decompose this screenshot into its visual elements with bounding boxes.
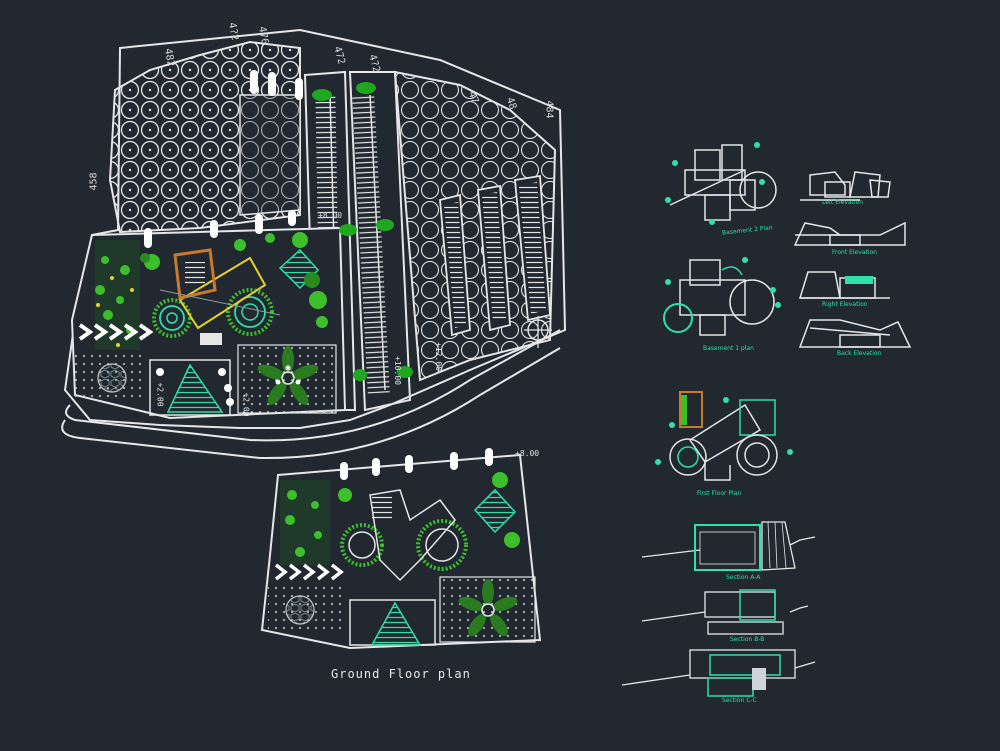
- elevation-label-1: +8.00: [318, 211, 343, 220]
- access-road: [65, 329, 561, 442]
- site-plan: [61, 28, 567, 460]
- contour-label-458: 458: [88, 172, 100, 191]
- section-bb: [641, 589, 809, 635]
- back-elevation-label: Back Elevation: [837, 350, 882, 357]
- left-elevation: [800, 171, 891, 201]
- ground-floor-plan: [260, 448, 542, 650]
- basement-2-plan: [665, 142, 777, 225]
- right-elevation-label: Right Elevation: [822, 301, 868, 308]
- elevation-label-4: +2.00: [155, 382, 165, 407]
- basement-1-plan: [663, 257, 781, 336]
- landscape-circle-field-east: [393, 70, 557, 382]
- section-cc-label: Section C-C: [722, 697, 757, 704]
- ground-floor-plan-title: Ground Floor plan: [331, 667, 471, 681]
- elevation-label-5: +2.00: [241, 392, 251, 417]
- elevation-label-2: +12.00: [433, 342, 443, 371]
- front-elevation: [793, 221, 906, 246]
- section-cc: [621, 649, 816, 697]
- first-floor-plan: [655, 391, 793, 481]
- first-floor-plan-label: First Floor Plan: [697, 490, 742, 497]
- section-aa: [641, 521, 816, 571]
- left-elevation-label: Left Elevation: [822, 199, 864, 206]
- star-planter: [257, 346, 319, 405]
- contour-label-484: 484: [543, 100, 555, 119]
- front-elevation-label: Front Elevation: [832, 249, 877, 256]
- basement-1-plan-label: Basement 1 plan: [703, 345, 754, 352]
- elevation-label-3: +10.00: [392, 356, 402, 385]
- chevron-pavement: [78, 323, 154, 341]
- right-elevation: [798, 271, 890, 299]
- gfp-elevation-label: +8.00: [515, 449, 540, 458]
- section-aa-label: Section A-A: [726, 574, 761, 581]
- section-bb-label: Section B-B: [730, 636, 765, 643]
- back-elevation: [798, 319, 912, 348]
